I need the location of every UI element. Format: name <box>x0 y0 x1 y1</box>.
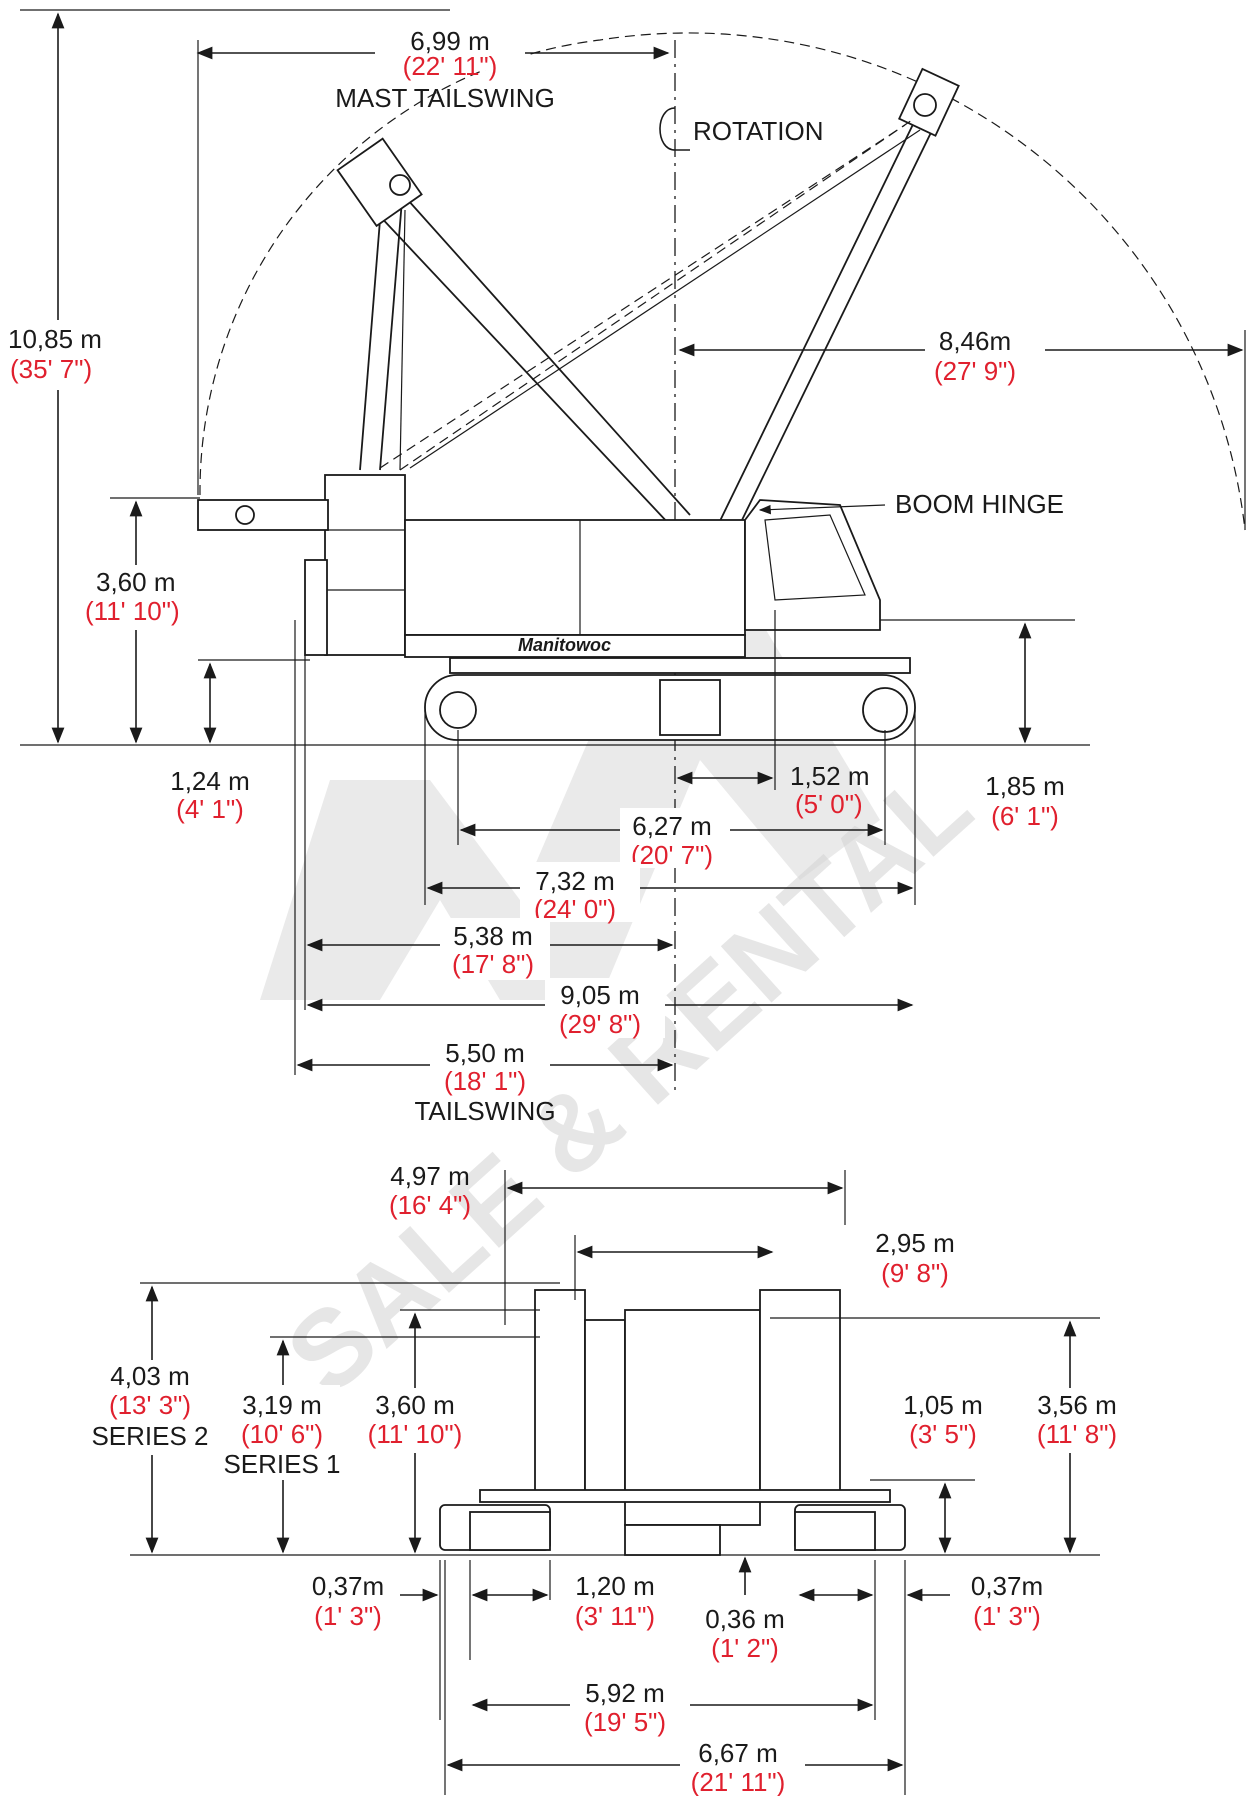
right-pad-metric: 0,37m <box>971 1571 1043 1601</box>
centerline-symbol <box>659 107 690 151</box>
upper-width-imperial: (16' 4") <box>389 1190 471 1220</box>
boom-swing-arc <box>199 32 1246 531</box>
gauge-extended-metric: 6,67 m <box>698 1738 778 1768</box>
counterweight-clearance-imperial: (4' 1") <box>176 794 244 824</box>
track-length-metric: 7,32 m <box>535 866 615 896</box>
cab-offset-imperial: (9' 8") <box>881 1258 949 1288</box>
boom-radius-metric: 8,46m <box>939 326 1011 356</box>
left-pad-metric: 0,37m <box>312 1571 384 1601</box>
overall-length-imperial: (29' 8") <box>559 1009 641 1039</box>
boom-hinge-label: BOOM HINGE <box>895 489 1064 519</box>
mast-tailswing-imperial: (22' 11") <box>403 51 498 81</box>
boom-hinge-height-imperial: (6' 1") <box>991 801 1059 831</box>
overall-height-metric: 10,85 m <box>8 324 102 354</box>
series2-height-imperial: (13' 3") <box>109 1390 191 1420</box>
upper-width-metric: 4,97 m <box>390 1161 470 1191</box>
front-mast-height-metric: 3,60 m <box>375 1390 455 1420</box>
gauge-retracted-imperial: (19' 5") <box>584 1707 666 1737</box>
overall-length-metric: 9,05 m <box>560 980 640 1010</box>
mast <box>336 137 691 526</box>
crawler-track <box>424 657 916 741</box>
series1-height-metric: 3,19 m <box>242 1390 322 1420</box>
front-machine <box>439 1289 906 1556</box>
boom-hinge-offset-metric: 1,52 m <box>790 761 870 791</box>
tailswing-metric: 5,50 m <box>445 1038 525 1068</box>
carbody-height-metric: 1,05 m <box>903 1390 983 1420</box>
side-view: Manitowoc 6,99 m (22' 11") MAST TAILSWIN… <box>8 9 1246 1126</box>
series1-height-imperial: (10' 6") <box>241 1419 323 1449</box>
counterweight <box>197 474 406 656</box>
left-pad-imperial: (1' 3") <box>314 1601 382 1631</box>
carbody-height-imperial: (3' 5") <box>909 1419 977 1449</box>
boom <box>379 67 960 526</box>
tailswing-label: TAILSWING <box>414 1096 555 1126</box>
rear-to-rotation-imperial: (17' 8") <box>452 949 534 979</box>
gauge-extended-imperial: (21' 11") <box>691 1767 786 1796</box>
cab-offset-metric: 2,95 m <box>875 1228 955 1258</box>
operator-cab <box>744 499 881 631</box>
ground-clearance-metric: 0,36 m <box>705 1604 785 1634</box>
tumbler-centers-imperial: (20' 7") <box>631 840 713 870</box>
tumbler-centers-metric: 6,27 m <box>632 811 712 841</box>
cab-height-imperial: (11' 8") <box>1037 1419 1117 1449</box>
ground-clearance-imperial: (1' 2") <box>711 1633 779 1663</box>
front-view: 4,97 m (16' 4") 2,95 m (9' 8") 4,03 m (1… <box>88 1161 1135 1796</box>
upper-works: Manitowoc <box>404 519 746 658</box>
shoe-width-imperial: (3' 11") <box>575 1601 655 1631</box>
boom-radius-imperial: (27' 9") <box>934 356 1016 386</box>
gauge-retracted-metric: 5,92 m <box>585 1678 665 1708</box>
side-mast-height-metric: 3,60 m <box>96 567 176 597</box>
front-mast-height-imperial: (11' 10") <box>368 1419 463 1449</box>
mast-tailswing-metric: 6,99 m <box>410 26 490 56</box>
cab-height-metric: 3,56 m <box>1037 1390 1117 1420</box>
boom-hinge-height-metric: 1,85 m <box>985 771 1065 801</box>
right-pad-imperial: (1' 3") <box>973 1601 1041 1631</box>
boom-hinge-leader <box>758 504 886 515</box>
series2-label: SERIES 2 <box>91 1421 208 1451</box>
series1-label: SERIES 1 <box>223 1449 340 1479</box>
shoe-width-metric: 1,20 m <box>575 1571 655 1601</box>
rotation-label: ROTATION <box>693 116 823 146</box>
mast-tailswing-label: MAST TAILSWING <box>335 83 555 113</box>
side-mast-height-imperial: (11' 10") <box>85 596 180 626</box>
tailswing-imperial: (18' 1") <box>444 1066 526 1096</box>
series2-height-metric: 4,03 m <box>110 1361 190 1391</box>
overall-height-imperial: (35' 7") <box>10 354 92 384</box>
brand-logo: Manitowoc <box>518 635 611 655</box>
rear-to-rotation-metric: 5,38 m <box>453 921 533 951</box>
counterweight-clearance-metric: 1,24 m <box>170 766 250 796</box>
boom-hinge-offset-imperial: (5' 0") <box>795 789 863 819</box>
